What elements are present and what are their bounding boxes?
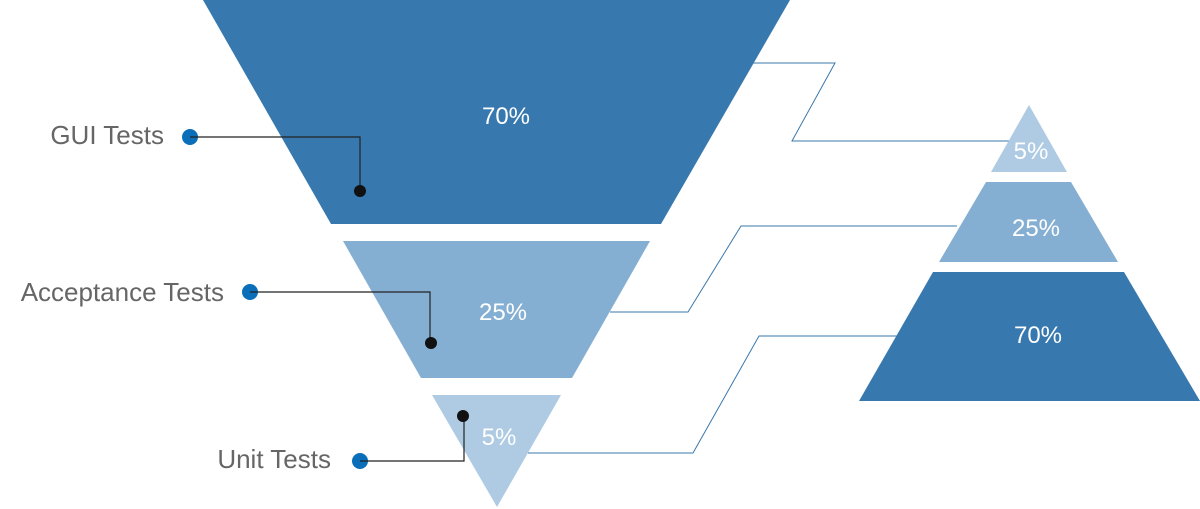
funnel-level-gui — [203, 0, 790, 224]
pyramid-percent-middle: 25% — [1012, 215, 1060, 242]
leader-line-gui — [190, 136, 361, 191]
funnel-percent-gui: 70% — [482, 103, 530, 130]
funnel: 70% 25% 5% — [203, 0, 790, 507]
label-acceptance-tests: Acceptance Tests — [21, 277, 224, 307]
anchor-dot-unit — [457, 410, 469, 422]
leader-line-acceptance — [250, 291, 431, 343]
pyramid-level-middle — [939, 182, 1118, 262]
anchor-dot-acceptance — [425, 337, 437, 349]
funnel-level-unit — [432, 395, 561, 507]
pyramid-level-bottom — [859, 272, 1200, 401]
leader-line-unit — [360, 417, 465, 462]
funnel-percent-acceptance: 25% — [479, 299, 527, 326]
label-unit-tests: Unit Tests — [217, 444, 331, 474]
anchor-dot-gui — [354, 185, 366, 197]
connector-unit-to-bottom — [528, 335, 909, 454]
funnel-percent-unit: 5% — [482, 424, 517, 451]
pyramid-level-top — [991, 105, 1067, 172]
label-gui-tests: GUI Tests — [50, 120, 164, 150]
connectors — [528, 62, 1011, 454]
funnel-labels: GUI Tests Acceptance Tests Unit Tests — [21, 120, 469, 474]
connector-gui-to-top — [752, 62, 1011, 142]
pyramid-percent-bottom: 70% — [1014, 322, 1062, 349]
pyramid-percent-top: 5% — [1014, 138, 1049, 165]
pyramid: 5% 25% 70% — [859, 105, 1200, 401]
connector-acceptance-to-middle — [610, 225, 957, 313]
funnel-level-acceptance — [343, 241, 650, 378]
